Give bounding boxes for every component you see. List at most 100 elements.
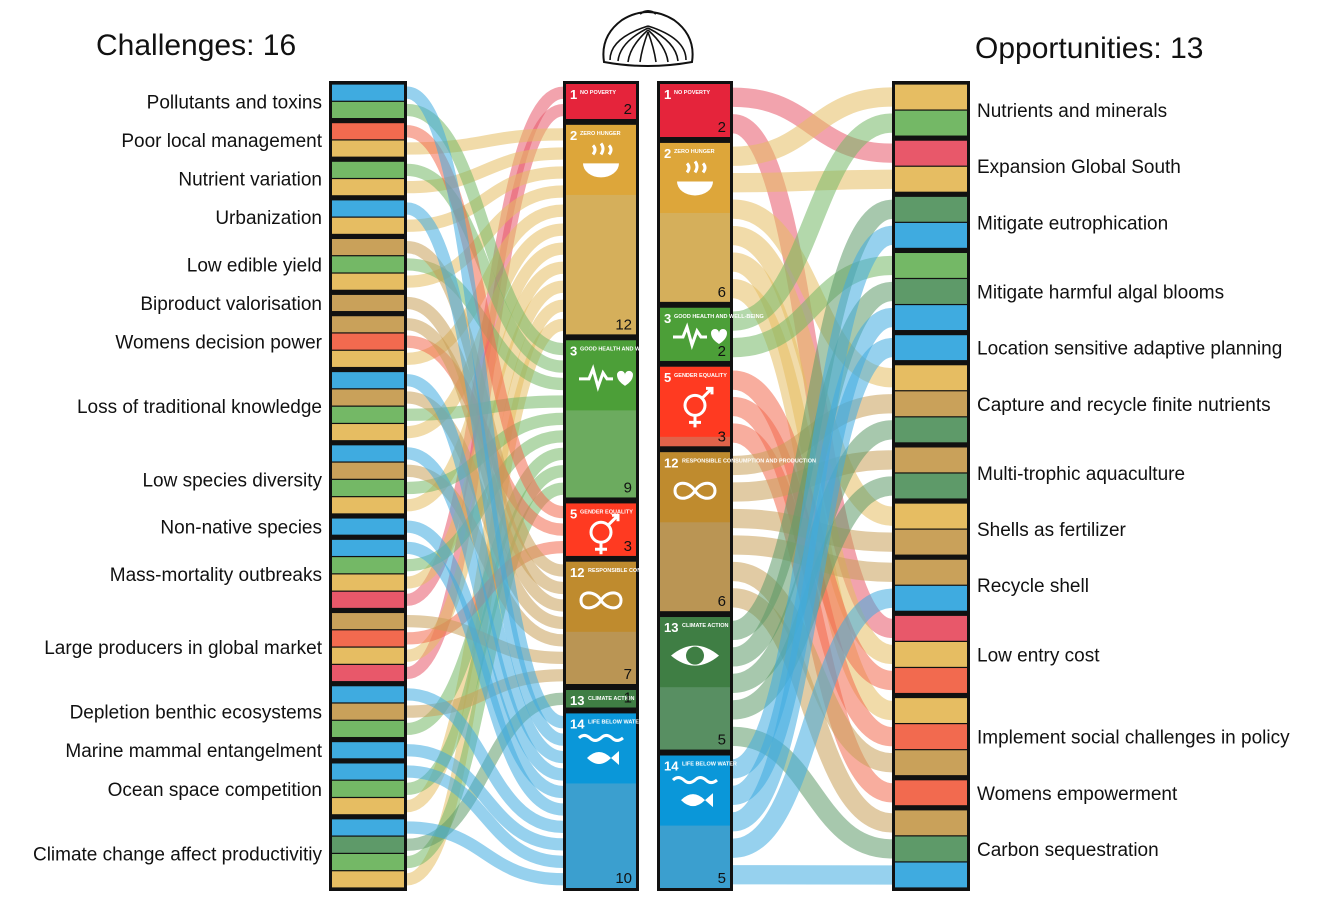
segment-sdg-3 (332, 720, 404, 737)
challenge-label: Non-native species (160, 518, 322, 539)
sdg-count: 6 (718, 284, 726, 301)
sdg-goal-title: GENDER EQUALITY (580, 509, 633, 515)
challenge-non-native-species (332, 518, 404, 535)
flow-ribbon-sdg-14 (406, 744, 564, 851)
segment-sdg-1 (332, 664, 404, 682)
sdg-goal-title: NO POVERTY (674, 90, 710, 96)
sdg-goal-number: 12 (664, 455, 678, 470)
sdg-12-icon (673, 481, 717, 500)
segment-sdg-3 (332, 256, 404, 273)
flow-ribbon-sdg-13 (731, 199, 894, 641)
segment-sdg-14 (332, 372, 404, 389)
sdg-tile (566, 713, 636, 784)
flow-ribbon-sdg-14 (731, 338, 894, 832)
challenge-pollutants-and-toxins (332, 84, 404, 119)
segment-sdg-12 (332, 239, 404, 256)
sdg-goal-number: 2 (570, 128, 577, 143)
segment-sdg-3 (332, 557, 404, 574)
segment-sdg-3 (332, 853, 404, 871)
segment-sdg-5 (895, 668, 967, 693)
clam-shell-icon (602, 10, 694, 67)
sdg-tile (566, 561, 636, 632)
flow-ribbon-sdg-5 (405, 125, 565, 519)
segment-sdg-5 (332, 333, 404, 350)
opportunity-implement-social-challenges-in-policy (895, 698, 967, 776)
challenge-biproduct-valorisation (332, 294, 404, 312)
sdg-goal-title: ZERO HUNGER (674, 149, 715, 155)
challenge-nutrient-variation (332, 161, 404, 196)
segment-sdg-5 (895, 724, 967, 750)
flow-ribbon-sdg-14 (406, 765, 564, 868)
challenge-depletion-benthic-ecosystems (332, 686, 404, 737)
opportunity-label: Multi-trophic aquaculture (977, 464, 1185, 485)
segment-sdg-14 (332, 763, 404, 780)
sdg-goal-number: 5 (664, 370, 671, 385)
segment-sdg-3 (332, 406, 404, 423)
sdg-count: 2 (624, 101, 632, 118)
segment-sdg-2 (895, 365, 967, 391)
sdg-2-icon (677, 160, 713, 196)
flow-ribbon-sdg-3 (731, 113, 894, 331)
segment-sdg-3 (332, 101, 404, 119)
challenge-label: Low edible yield (187, 255, 322, 276)
flow-ribbon-sdg-14 (406, 541, 564, 816)
challenge-label: Marine mammal entangelment (65, 741, 322, 762)
opportunity-label: Shells as fertilizer (977, 520, 1127, 541)
flow-ribbon-sdg-14 (406, 688, 564, 834)
sdg-count: 1 (624, 689, 632, 706)
segment-sdg-12 (895, 391, 967, 417)
challenge-label: Mass-mortality outbreaks (110, 565, 322, 586)
opportunity-label: Womens empowerment (977, 784, 1178, 805)
sdg-tile (660, 84, 730, 137)
segment-sdg-13 (895, 473, 967, 499)
opportunity-label: Location sensitive adaptive planning (977, 339, 1282, 360)
sdg-count: 3 (624, 538, 632, 555)
sdg-goal-number: 13 (570, 693, 584, 708)
sdg-tile (660, 142, 730, 213)
segment-sdg-2 (332, 424, 404, 441)
challenge-large-producers-in-global-market (332, 613, 404, 682)
sdg-count: 5 (718, 870, 726, 887)
sdg-goal-number: 12 (570, 565, 584, 580)
segment-sdg-13 (332, 836, 404, 853)
challenge-ocean-space-competition (332, 763, 404, 815)
challenge-label: Large producers in global market (44, 638, 322, 659)
segment-sdg-12 (332, 703, 404, 720)
opportunity-nutrients-and-minerals (895, 84, 967, 136)
challenge-marine-mammal-entangelment (332, 742, 404, 759)
sdg-goal-number: 1 (570, 87, 577, 102)
flow-ribbon-sdg-2 (732, 169, 893, 193)
opportunity-recycle-shell (895, 559, 967, 611)
flow-ribbon-sdg-14 (731, 588, 894, 858)
segment-sdg-2 (332, 217, 404, 234)
sdg-14-icon (577, 733, 624, 765)
sdg-5-icon (589, 513, 620, 555)
opportunity-expansion-global-south (895, 140, 967, 192)
segment-sdg-3 (895, 110, 967, 136)
challenge-low-species-diversity (332, 445, 404, 514)
opportunity-label: Capture and recycle finite nutrients (977, 395, 1271, 416)
segment-sdg-12 (332, 294, 404, 312)
flow-ribbon-sdg-2 (732, 87, 893, 166)
segment-sdg-12 (332, 613, 404, 630)
segment-sdg-12 (895, 559, 967, 585)
segment-sdg-1 (332, 591, 404, 608)
segment-sdg-2 (332, 871, 404, 888)
segment-sdg-14 (332, 742, 404, 759)
sdg-goal-title: ZERO HUNGER (580, 131, 621, 137)
sdg-goal-title: LIFE BELOW WATER (682, 762, 737, 768)
opportunity-label: Mitigate eutrophication (977, 213, 1168, 234)
opportunity-location-sensitive-adaptive-planning (895, 335, 967, 361)
segment-sdg-14 (332, 518, 404, 535)
segment-sdg-5 (895, 780, 967, 806)
challenge-label: Low species diversity (142, 470, 322, 491)
